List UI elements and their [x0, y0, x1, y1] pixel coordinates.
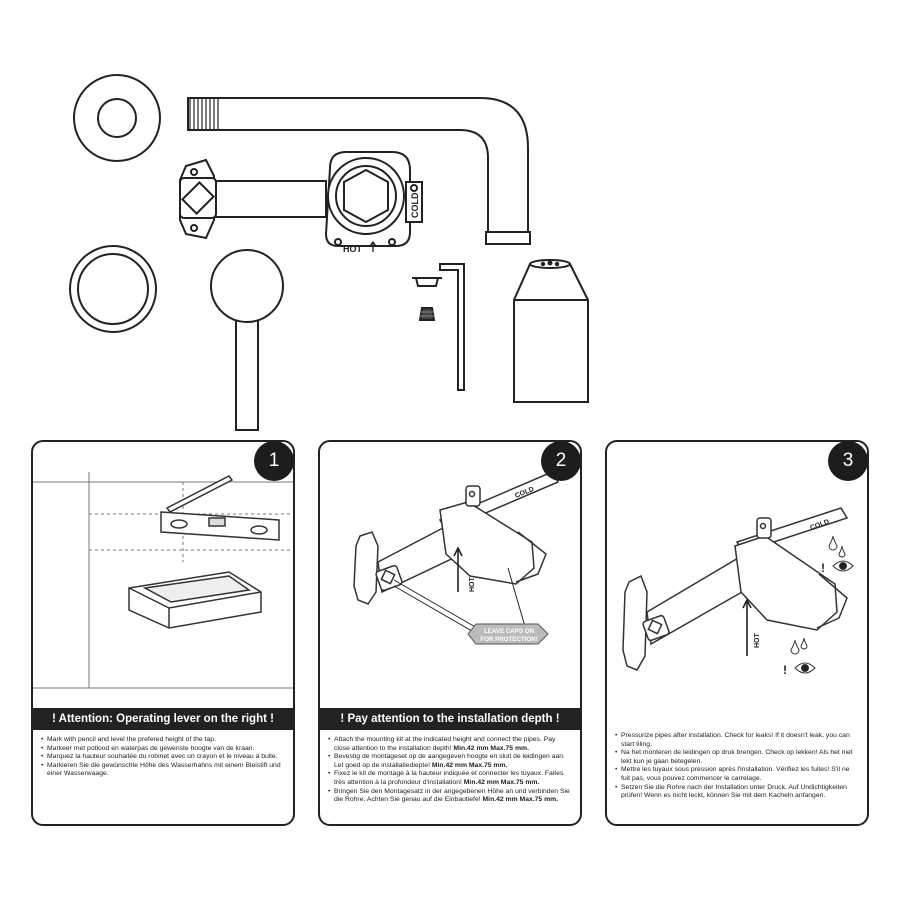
parts-overview: COLD HOT — [69, 74, 589, 431]
note-nl: Markeer met potlood en waterpas de gewen… — [41, 745, 283, 754]
mounting-body — [179, 151, 423, 247]
allen-key — [439, 263, 465, 391]
valve-sleeve — [734, 535, 838, 631]
step-number-2: 2 — [541, 442, 580, 481]
step-3-illustration: COLD HOT ! ! — [622, 507, 854, 677]
step-2-banner: ! Pay attention to the installation dept… — [320, 708, 580, 730]
step-number-3: 3 — [828, 442, 867, 481]
hot-direction-label: HOT — [754, 633, 761, 649]
note-fr: Marquez la hauteur souhaitée du robinet … — [41, 753, 283, 762]
step-1-notes: Mark with pencil and level the prefered … — [41, 736, 283, 779]
note-de: Setzen Sie die Rohre nach der Installati… — [615, 784, 857, 801]
note-en: Mark with pencil and level the prefered … — [41, 736, 283, 745]
pencil — [165, 475, 234, 513]
step-number-1: 1 — [254, 442, 293, 481]
step-2-illustration: COLD HOT LEAVE CAPS ON FOR PROTECTION! — [353, 471, 560, 645]
spout — [187, 97, 531, 245]
svg-text:!: ! — [821, 561, 825, 575]
step-1-illustration — [33, 472, 293, 689]
step-card-3: COLD HOT ! ! 3 Pressurize pipes after in… — [605, 440, 869, 826]
cap-and-screw — [412, 277, 442, 321]
note-en: Pressurize pipes after installation. Che… — [615, 732, 857, 749]
cold-label: COLD — [410, 192, 420, 218]
wall-bracket — [622, 574, 648, 671]
valve-sleeve — [439, 501, 535, 585]
leave-caps-callout: LEAVE CAPS ON FOR PROTECTION! — [467, 623, 549, 645]
hot-direction-label: HOT — [469, 577, 476, 593]
wall-bracket — [353, 531, 379, 605]
leak-check-icon-bottom: ! — [783, 637, 816, 677]
svg-text:!: ! — [783, 663, 787, 677]
large-rosette — [69, 245, 157, 333]
sleeve-cover — [513, 259, 589, 403]
step-card-1: 1 ! Attention: Operating lever on the ri… — [31, 440, 295, 826]
leak-check-icon-top: ! — [821, 535, 854, 575]
note-de: Markieren Sie die gewünschte Höhe des Wa… — [41, 762, 283, 779]
step-1-banner: ! Attention: Operating lever on the righ… — [33, 708, 293, 730]
note-de: Bringen Sie den Montagesatz in der angeg… — [328, 788, 570, 805]
lever-handle — [210, 249, 284, 431]
note-nl: Bevestig de montageset op de aangegeven … — [328, 753, 570, 770]
step-3-notes: Pressurize pipes after installation. Che… — [615, 732, 857, 801]
small-rosette — [73, 74, 161, 162]
caps-label-line1: LEAVE CAPS ON — [484, 628, 535, 635]
caps-label-line2: FOR PROTECTION! — [480, 636, 537, 643]
step-card-2: COLD HOT LEAVE CAPS ON FOR PROTECTION! 2… — [318, 440, 582, 826]
note-nl: Na het monteren de leidingen op druk bre… — [615, 749, 857, 766]
step-2-notes: Attach the mounting kit at the indicated… — [328, 736, 570, 805]
note-fr: Mettre les tuyaux sous pression après l'… — [615, 766, 857, 783]
washbasin — [128, 571, 262, 629]
hot-label: HOT — [343, 244, 363, 254]
note-fr: Fixez le kit de montage à la hauteur ind… — [328, 770, 570, 787]
spirit-level — [160, 511, 280, 541]
note-en: Attach the mounting kit at the indicated… — [328, 736, 570, 753]
